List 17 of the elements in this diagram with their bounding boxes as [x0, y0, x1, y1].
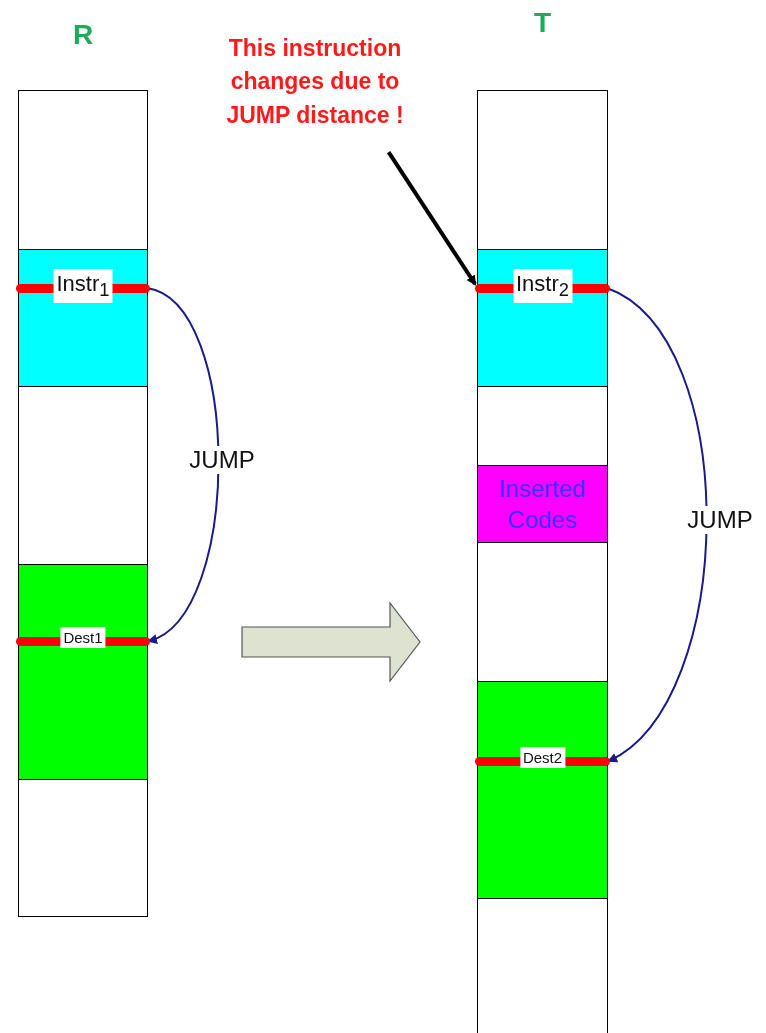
inserted-code-block	[478, 465, 607, 543]
instruction-label: Dest1	[60, 626, 106, 648]
column-heading: T	[532, 7, 553, 39]
instruction-block	[19, 249, 147, 387]
destination-block	[478, 681, 607, 899]
block-label: Inserted Codes	[498, 473, 587, 535]
instruction-label: Instr$_{2}$	[513, 268, 572, 303]
edge-label: JUMP	[687, 506, 753, 534]
destination-block	[19, 564, 147, 780]
callout-text: This instruction changes due to JUMP distance !	[200, 32, 430, 133]
column-heading: R	[71, 19, 95, 51]
instruction-block	[478, 249, 607, 387]
arrow	[386, 150, 477, 286]
instruction-label: Dest2	[519, 746, 566, 768]
instruction-label: Instr$_{1}$	[53, 268, 113, 303]
edge-label: JUMP	[189, 446, 255, 474]
block-arrow	[241, 601, 421, 683]
